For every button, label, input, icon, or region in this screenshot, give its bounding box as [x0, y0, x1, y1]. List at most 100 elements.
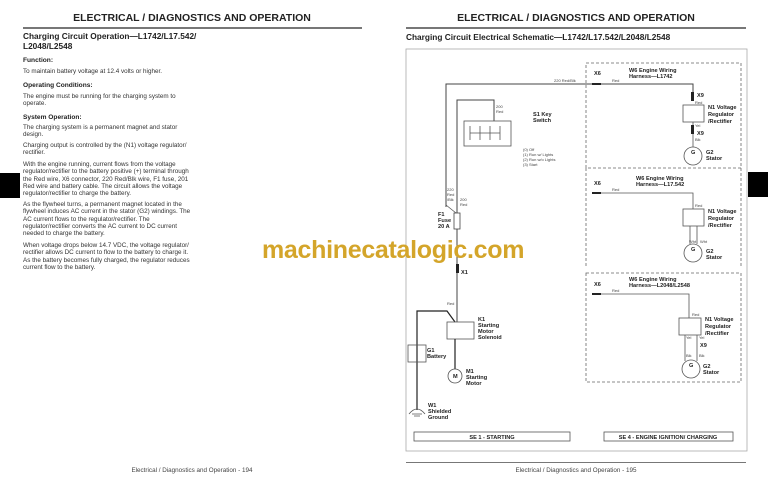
wire-label: Red	[695, 203, 702, 208]
key-position: (0) Off	[523, 147, 535, 152]
x9-label: X9	[697, 93, 704, 99]
n1-label: Regulator	[708, 112, 735, 118]
n1-label: N1 Voltage	[705, 317, 734, 323]
g2-label: G2	[706, 249, 713, 255]
wire-label: /Blk	[447, 197, 454, 202]
wire-red-h2	[597, 192, 694, 209]
system-paragraph: The charging system is a permanent magne…	[23, 124, 178, 139]
x6-label: X6	[594, 282, 601, 288]
watermark: machinecatalogic.com	[262, 236, 525, 264]
f1-label: 20 A	[438, 224, 450, 230]
x6-label: X6	[594, 181, 601, 187]
stator-2	[683, 243, 703, 263]
harness-label: Harness—L2048/L2548	[629, 283, 690, 289]
n1-label: Regulator	[708, 216, 735, 222]
f1-label: F1	[438, 212, 445, 218]
wire-label: Red	[612, 187, 619, 192]
se1-label: SE 1 - STARTING	[469, 435, 514, 441]
wire-200-red	[456, 99, 495, 213]
k1-label: Starting	[478, 323, 500, 329]
wire-label: Yel	[699, 335, 705, 340]
n1-label: /Rectifier	[708, 119, 733, 125]
x9-label: X9	[697, 131, 704, 137]
battery-g1	[407, 344, 427, 363]
right-page-footer: Electrical / Diagnostics and Operation -…	[515, 467, 637, 474]
title-line-2: L2048/L2548	[23, 40, 73, 51]
wire-label: 220	[447, 187, 454, 192]
right-page-header: ELECTRICAL / DIAGNOSTICS AND OPERATION	[457, 12, 695, 24]
stator-g: G	[689, 363, 693, 369]
system-paragraph: As the flywheel turns, a permanent magne…	[23, 201, 191, 238]
stator-g: G	[691, 150, 695, 156]
harness-label: Harness—L17.542	[636, 182, 684, 188]
schematic-frame	[405, 48, 748, 452]
n1-label: /Rectifier	[708, 223, 733, 229]
wire-label: Wht	[700, 239, 708, 244]
left-header-rule	[23, 27, 362, 29]
wire-label: 200	[496, 104, 503, 109]
motor-m: M	[453, 374, 458, 380]
wire-label: Wht	[689, 239, 697, 244]
system-heading: System Operation:	[23, 114, 82, 121]
g2-label: Stator	[703, 370, 720, 376]
key-switch-box	[463, 120, 512, 147]
m1-label: Starting	[466, 375, 488, 381]
title-line-1: Charging Circuit Operation—L1742/L17.542…	[23, 31, 197, 41]
x9-label: X9	[700, 343, 707, 349]
wire-label: Red	[695, 100, 702, 105]
se4-label-box	[603, 431, 734, 442]
k1-label: Motor	[478, 329, 494, 335]
g2-label: G2	[706, 150, 713, 156]
stator-1	[683, 146, 703, 166]
k1-label: Solenoid	[478, 335, 502, 341]
g1-label: Battery	[427, 354, 447, 360]
wire-label: Red	[460, 202, 467, 207]
wire-label: Red	[447, 301, 454, 306]
s1-label: Switch	[533, 118, 552, 124]
wire-label: Yel	[695, 123, 701, 128]
left-page-footer: Electrical / Diagnostics and Operation -…	[131, 467, 253, 474]
wire-label: 220 Red/Blk	[554, 78, 576, 83]
regulator-1	[682, 104, 705, 123]
key-position: (2) Run w/o Lights	[523, 157, 555, 162]
w1-label: Ground	[428, 415, 449, 421]
right-footer-rule	[406, 462, 746, 463]
system-paragraph: Charging output is controlled by the (N1…	[23, 142, 187, 157]
x6-label: X6	[594, 71, 601, 77]
n1-label: N1 Voltage	[708, 105, 737, 111]
right-page-title: Charging Circuit Electrical Schematic—L1…	[406, 32, 671, 42]
g2-label: Stator	[706, 255, 723, 261]
wire-label: Red	[692, 312, 699, 317]
n1-label: /Rectifier	[705, 331, 730, 337]
solenoid-k1	[446, 321, 475, 340]
wire-label: Red	[612, 78, 619, 83]
right-header-rule	[406, 27, 746, 29]
f1-label: Fuse	[438, 218, 451, 224]
battery-wire	[416, 310, 456, 410]
x1-label: X1	[461, 270, 468, 276]
k1-label: K1	[478, 317, 485, 323]
w1-label: Shielded	[428, 409, 452, 415]
wire-label: Blk	[686, 353, 692, 358]
harness-box-l1742	[585, 62, 742, 169]
right-section-tab	[748, 172, 768, 197]
g2-label: G2	[703, 364, 710, 370]
system-paragraph: With the engine running, current flows f…	[23, 161, 189, 198]
s1-label: S1 Key	[533, 112, 553, 118]
system-paragraph: When voltage drops below 14.7 VDC, the v…	[23, 242, 190, 271]
m1-label: Motor	[466, 381, 482, 387]
harness-label: W6 Engine Wiring	[629, 68, 677, 74]
wire-220-red-blk	[445, 83, 694, 207]
wire-label: Blk	[699, 353, 705, 358]
function-heading: Function:	[23, 57, 54, 64]
stator-3	[681, 359, 701, 379]
se4-label: SE 4 - ENGINE IGNITION/ CHARGING	[619, 435, 718, 441]
stator-g: G	[691, 247, 695, 253]
wire-label: Red	[496, 109, 503, 114]
key-position: (3) Start	[523, 162, 538, 167]
wire-label: Yel	[686, 335, 692, 340]
wire-red-h3	[597, 293, 690, 318]
left-page-title: Charging Circuit Operation—L1742/L17.542…	[23, 31, 197, 51]
function-text: To maintain battery voltage at 12.4 volt…	[23, 68, 162, 75]
